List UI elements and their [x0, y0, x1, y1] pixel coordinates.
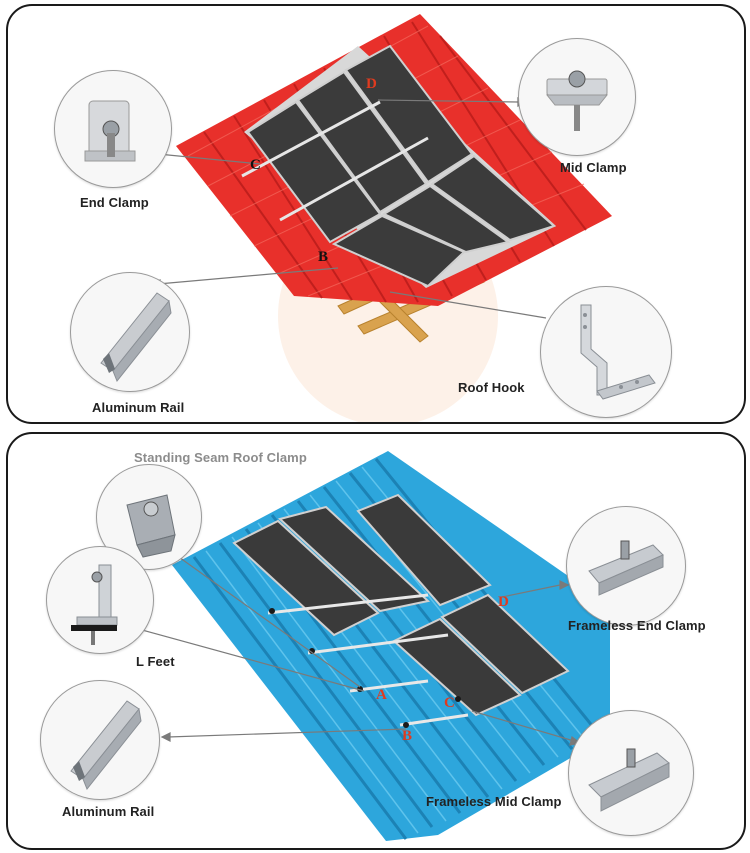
marker-c-top: C: [250, 157, 261, 173]
l-feet-image: [46, 546, 154, 654]
metal-roof-panel: D A C B Standing Seam Roof Clamp L Feet …: [6, 432, 746, 850]
mid-clamp-image: [518, 38, 636, 156]
frameless-end-clamp-label: Frameless End Clamp: [568, 618, 706, 633]
aluminum-rail-image-top: [70, 272, 190, 392]
mid-clamp-label: Mid Clamp: [560, 160, 627, 175]
aluminum-rail-label-top: Aluminum Rail: [92, 400, 185, 415]
standing-seam-roof-clamp-label: Standing Seam Roof Clamp: [134, 450, 307, 465]
roof-hook-image: [540, 286, 672, 418]
end-clamp-image: [54, 70, 172, 188]
marker-c-bottom: C: [444, 695, 455, 711]
metal-roof-illustration: [123, 451, 610, 841]
frameless-end-clamp-image: [566, 506, 686, 626]
frameless-mid-clamp-label: Frameless Mid Clamp: [426, 794, 562, 809]
marker-d-top: D: [366, 76, 377, 92]
marker-a-bottom: A: [376, 687, 387, 703]
aluminum-rail-label-bottom: Aluminum Rail: [62, 804, 155, 819]
frameless-mid-clamp-image: [568, 710, 694, 836]
end-clamp-label: End Clamp: [80, 195, 149, 210]
roof-hook-label: Roof Hook: [458, 380, 525, 395]
l-feet-label: L Feet: [136, 654, 175, 669]
tile-roof-illustration: [150, 14, 612, 422]
marker-d-bottom: D: [498, 594, 509, 610]
marker-b-top: B: [318, 249, 329, 265]
marker-b-bottom: B: [402, 728, 413, 744]
tile-roof-panel: D C B End Clamp Mid Clamp Aluminum Rail: [6, 4, 746, 424]
aluminum-rail-image-bottom: [40, 680, 160, 800]
